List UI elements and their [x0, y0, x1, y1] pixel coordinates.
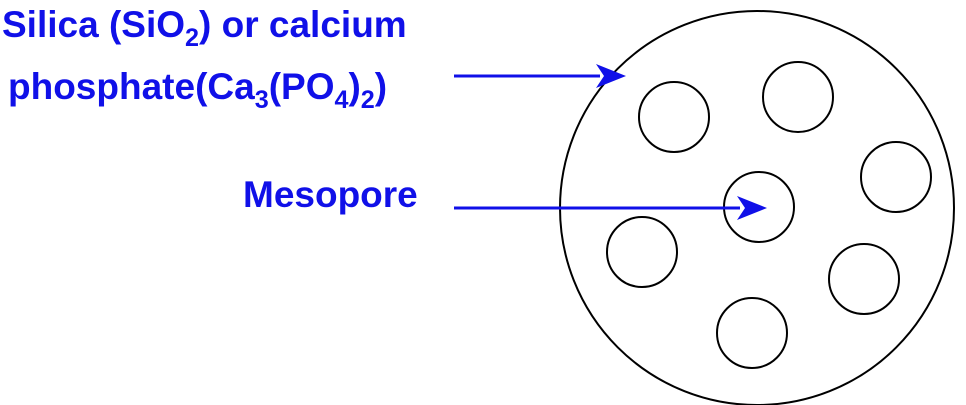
pore-right [860, 141, 932, 213]
pore-bottom [716, 297, 788, 369]
pore-left [606, 216, 678, 288]
phosphate-close-paren: ) [348, 66, 361, 107]
phosphate-word: phosphate [8, 66, 196, 107]
material-label-line-1: Silica (SiO2) or calcium [2, 4, 407, 50]
pore-top [762, 61, 834, 133]
pore-lower-right [828, 243, 900, 315]
arrow-to-particle-head [596, 64, 626, 88]
pore-upper-left [638, 81, 710, 153]
material-label-line-2: phosphate(Ca3(PO4)2) [8, 66, 388, 112]
silica-subscript: 2 [185, 23, 200, 52]
arrow-to-mesopore-head [737, 196, 767, 220]
material-label-line-1-tail: ) or calcium [199, 4, 407, 45]
material-label-line-1-text: Silica (SiO [2, 4, 186, 45]
calcium-symbol: (Ca [195, 66, 255, 107]
calcium-subscript: 3 [254, 85, 269, 114]
phosphate-symbol: (PO [268, 66, 335, 107]
formula-close-paren: ) [374, 66, 388, 107]
phosphate-group-subscript: 2 [360, 85, 375, 114]
mesopore-label: Mesopore [243, 174, 418, 215]
phosphate-subscript: 4 [334, 85, 349, 114]
